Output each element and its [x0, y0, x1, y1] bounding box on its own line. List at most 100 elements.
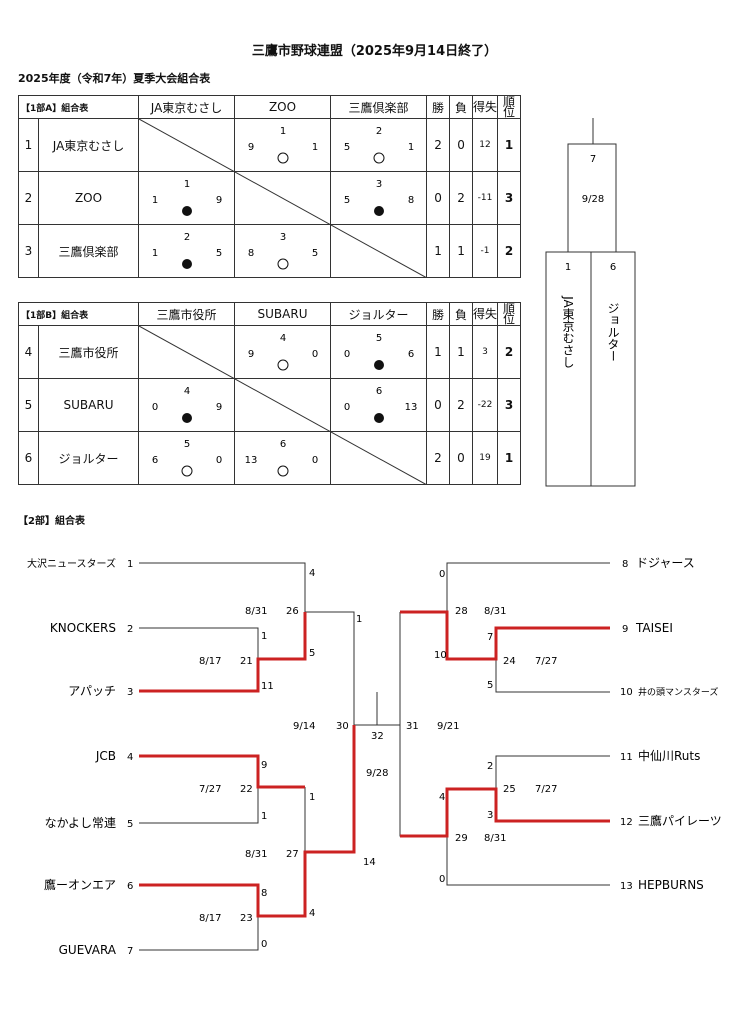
- col-header-team: ZOO: [234, 95, 332, 119]
- right-team-no: 10: [620, 687, 633, 698]
- score-for: 5: [344, 142, 350, 153]
- team-name: 三鷹市役所: [38, 325, 139, 379]
- match-result-cell: 6 0 13: [330, 378, 427, 432]
- rank-value: 2: [497, 224, 522, 278]
- col-header-rank: 順位: [497, 95, 522, 119]
- col-header-rank: 順位: [497, 302, 521, 326]
- left-team-no: 4: [127, 752, 133, 763]
- winner-path: [139, 612, 307, 693]
- win-circle-icon: [373, 152, 385, 164]
- rank-value: 1: [497, 118, 522, 172]
- final-game-number: 7: [590, 154, 596, 165]
- rank-value: 1: [497, 431, 521, 485]
- score: 0: [439, 874, 445, 885]
- team-number: 5: [18, 378, 39, 432]
- win-circle-icon: [277, 465, 289, 477]
- team-number: 4: [18, 325, 39, 379]
- match-result: 5 0 6: [344, 333, 414, 370]
- rank-value: 3: [497, 378, 521, 432]
- win-circle-icon: [181, 465, 193, 477]
- game-number: 21: [240, 656, 253, 667]
- score-for: 6: [152, 455, 158, 466]
- match-result-cell: 4 9 0: [234, 325, 331, 379]
- score-for: 9: [248, 349, 254, 360]
- left-team-name: 大沢ニュースターズ: [27, 557, 116, 570]
- score-for: 13: [245, 455, 258, 466]
- team-number: 1: [18, 118, 39, 172]
- losses-value: 0: [449, 118, 474, 172]
- left-team-no: 5: [127, 819, 133, 830]
- game-number: 6: [280, 439, 286, 450]
- game-number: 4: [184, 386, 190, 397]
- self-match-cell: [330, 224, 428, 278]
- self-match-cell: [138, 118, 236, 172]
- left-team-no: 3: [127, 687, 133, 698]
- right-team-name: 三鷹パイレーツ: [638, 813, 722, 828]
- score: 0: [261, 939, 267, 950]
- score: 9: [261, 760, 267, 771]
- score-for: 9: [248, 142, 254, 153]
- wins-value: 1: [426, 325, 450, 379]
- right-team-name: ドジャース: [636, 556, 695, 570]
- game-number: 6: [376, 386, 382, 397]
- group-a-label: 【1部A】組合表: [17, 95, 140, 119]
- score-for: 0: [344, 349, 350, 360]
- self-match-cell: [234, 378, 331, 432]
- score: 1: [356, 614, 362, 625]
- right-team-name: HEPBURNS: [638, 878, 704, 892]
- game-number: 30: [336, 721, 349, 732]
- match-result-cell: 6 13 0: [234, 431, 331, 485]
- game-number: 32: [371, 731, 384, 742]
- left-team-name: GUEVARA: [59, 943, 117, 957]
- match-result: 3 5 8: [344, 179, 414, 216]
- match-result-cell: 2 1 5: [138, 224, 236, 278]
- page-subtitle: 2025年度（令和7年）夏季大会組合表: [18, 72, 211, 85]
- final-left-team-name: JA東京むさし: [561, 295, 575, 368]
- match-result-cell: 1 1 9: [138, 171, 236, 225]
- score: 5: [309, 648, 315, 659]
- game-number: 22: [240, 784, 253, 795]
- col-header-wins: 勝: [426, 95, 451, 119]
- match-result-cell: 5 6 0: [138, 431, 235, 485]
- right-team-no: 11: [620, 752, 633, 763]
- col-header-diff: 得失: [472, 95, 499, 119]
- match-result-cell: 3 8 5: [234, 224, 332, 278]
- game-number: 3: [376, 179, 382, 190]
- score-for: 0: [152, 402, 158, 413]
- score-against: 8: [408, 195, 414, 206]
- team-name: ZOO: [37, 171, 140, 225]
- team-number: 2: [18, 171, 39, 225]
- self-match-cell: [234, 171, 332, 225]
- diff-value: -1: [472, 224, 499, 278]
- final-right-score: 6: [610, 262, 616, 273]
- final-game-date: 9/28: [582, 194, 604, 205]
- game-number: 1: [184, 179, 190, 190]
- col-header-losses: 負: [449, 302, 473, 326]
- division2-bracket: 大沢ニュースターズ 1 KNOCKERS 2 アパッチ 3 JCB 4 なかよし…: [27, 556, 722, 957]
- diff-value: 3: [472, 325, 498, 379]
- wins-value: 1: [426, 224, 451, 278]
- loss-dot-icon: [374, 413, 384, 423]
- col-header-team: ジョルター: [330, 302, 427, 326]
- game-number: 28: [455, 606, 468, 617]
- losses-value: 1: [449, 224, 474, 278]
- score-against: 1: [408, 142, 414, 153]
- bracket-line: [139, 755, 259, 787]
- game-date: 8/31: [245, 849, 267, 860]
- team-number: 6: [18, 431, 39, 485]
- game-number: 24: [503, 656, 516, 667]
- team-name: JA東京むさし: [37, 118, 140, 172]
- wins-value: 0: [426, 378, 450, 432]
- final-left-team-box: [545, 251, 592, 487]
- bracket-line: [495, 755, 610, 789]
- game-date: 8/17: [199, 656, 221, 667]
- loss-dot-icon: [182, 259, 193, 269]
- win-circle-icon: [277, 359, 289, 371]
- match-result-cell: 3 5 8: [330, 171, 428, 225]
- wins-value: 2: [426, 431, 450, 485]
- diff-value: 12: [472, 118, 499, 172]
